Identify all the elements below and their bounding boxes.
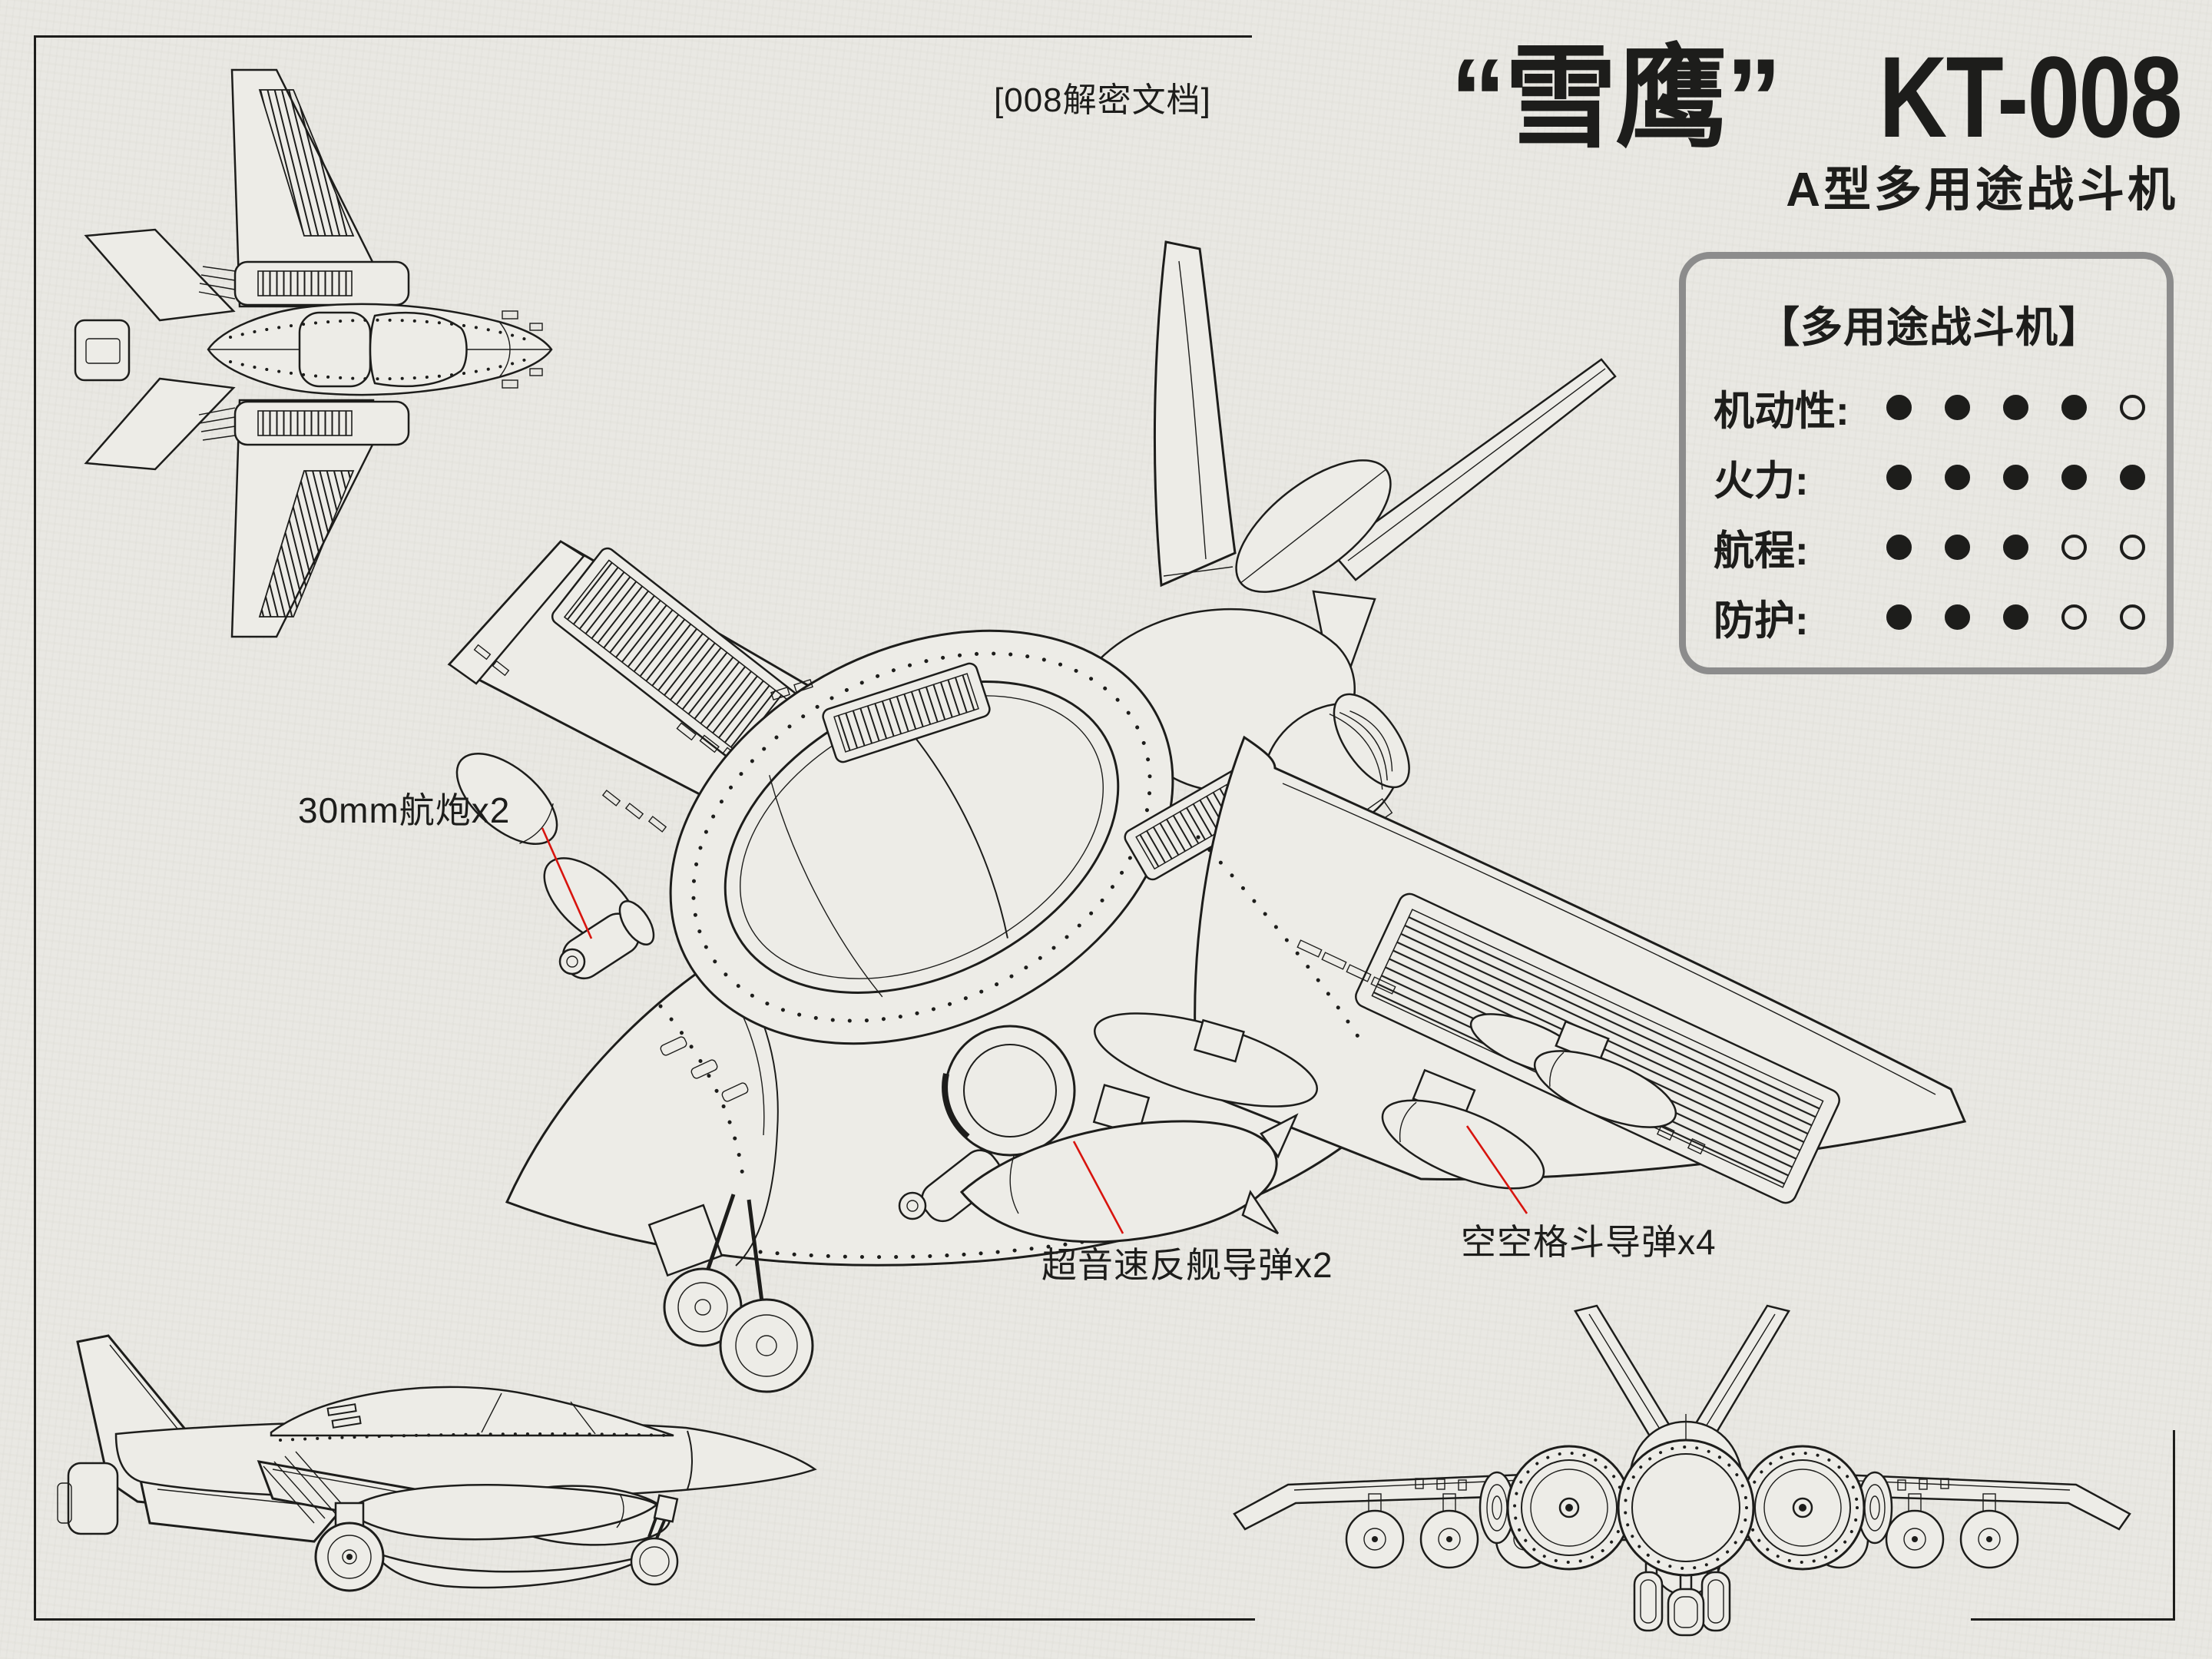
left-wing [447, 540, 820, 833]
side-canopy-hump [270, 1386, 674, 1437]
rating-dot-filled [2003, 465, 2028, 490]
tail-assembly [1153, 240, 1617, 710]
rating-dot-empty [2120, 604, 2145, 630]
rating-dot-filled [1945, 604, 1970, 630]
nose-cannon [558, 900, 655, 980]
annotation-antiship-missile: 超音速反舰导弹x2 [1041, 1245, 1333, 1285]
stat-label: 航程: [1714, 528, 1809, 574]
front-missile [1419, 1493, 1479, 1569]
top-view-canopy-rear [298, 311, 372, 388]
rating-dots [1886, 604, 2145, 630]
belly-intake [898, 1025, 1076, 1223]
aircraft-model: KT-008 [1879, 32, 2182, 161]
rating-dot-filled [2003, 604, 2028, 630]
front-center-intake [1617, 1439, 1755, 1577]
front-missile [1959, 1493, 2019, 1569]
side-landing-gear [314, 1494, 679, 1592]
side-stores [345, 1484, 671, 1589]
front-engines [1479, 1439, 1893, 1577]
rating-dot-empty [2061, 535, 2087, 560]
rating-dots [1886, 395, 2145, 420]
aircraft-type-subtitle: A型多用途战斗机 [1786, 164, 2178, 217]
rating-dot-filled [1886, 395, 1912, 420]
annotation-cannon: 30mm航炮x2 [298, 790, 511, 830]
top-view-wings [230, 68, 375, 638]
stat-label: 防护: [1714, 598, 1809, 644]
title-block: “雪鹰” KT-008 [1450, 8, 2183, 170]
front-tails [1574, 1304, 1790, 1465]
rating-dot-empty [2061, 604, 2087, 630]
stat-row-range: 航程: [1714, 512, 2145, 582]
frame-line-top [34, 35, 1252, 38]
rating-dot-filled [2061, 465, 2087, 490]
canopy [669, 629, 1174, 1045]
rating-dot-empty [2120, 535, 2145, 560]
stat-row-firepower: 火力: [1714, 442, 2145, 512]
frame-line-bottom-left [34, 1618, 1255, 1621]
stat-label: 机动性: [1714, 388, 1849, 434]
frame-line-left [34, 35, 36, 1621]
frame-line-bottom-right [1971, 1618, 2175, 1621]
rating-dot-filled [1945, 465, 1970, 490]
stats-rows: 机动性: 火力: 航程: 防护: [1714, 373, 2145, 652]
top-view-drawing [74, 68, 553, 638]
rating-dot-filled [2120, 465, 2145, 490]
top-view-fuselage [207, 303, 553, 396]
rating-dot-filled [2061, 395, 2087, 420]
side-fuselage [114, 1386, 817, 1500]
rating-dot-filled [1886, 604, 1912, 630]
annotation-aa-missile: 空空格斗导弹x4 [1461, 1222, 1717, 1262]
rating-dot-filled [1886, 465, 1912, 490]
front-missile [1885, 1493, 1945, 1569]
doc-tag: [008解密文档] [994, 81, 1211, 119]
top-view-canopy-front [369, 311, 468, 388]
rating-dot-filled [1945, 395, 1970, 420]
aircraft-nickname: “雪鹰” [1450, 35, 1782, 161]
side-view-drawing [57, 1334, 817, 1592]
stat-row-protection: 防护: [1714, 582, 2145, 652]
stats-panel: 【多用途战斗机】 机动性: 火力: 航程: 防护: [1679, 252, 2174, 674]
stats-panel-title: 【多用途战斗机】 [1757, 303, 2101, 351]
rating-dot-filled [2003, 395, 2028, 420]
rating-dot-filled [1945, 535, 1970, 560]
rating-dots [1886, 535, 2145, 560]
top-view-nacelles [198, 260, 410, 446]
rating-dot-empty [2120, 395, 2145, 420]
front-landing-gear [647, 1194, 814, 1393]
main-view-drawing [447, 240, 1967, 1393]
stat-row-maneuverability: 机动性: [1714, 373, 2145, 442]
front-view-drawing [1233, 1304, 2131, 1637]
top-view-tail [74, 228, 236, 471]
frame-line-right [2173, 1430, 2175, 1621]
anti-ship-missiles [959, 1012, 1318, 1243]
front-missile [1345, 1493, 1405, 1569]
rating-dots [1886, 465, 2145, 490]
rating-dot-filled [2003, 535, 2028, 560]
stat-label: 火力: [1714, 458, 1809, 504]
rating-dot-filled [1886, 535, 1912, 560]
